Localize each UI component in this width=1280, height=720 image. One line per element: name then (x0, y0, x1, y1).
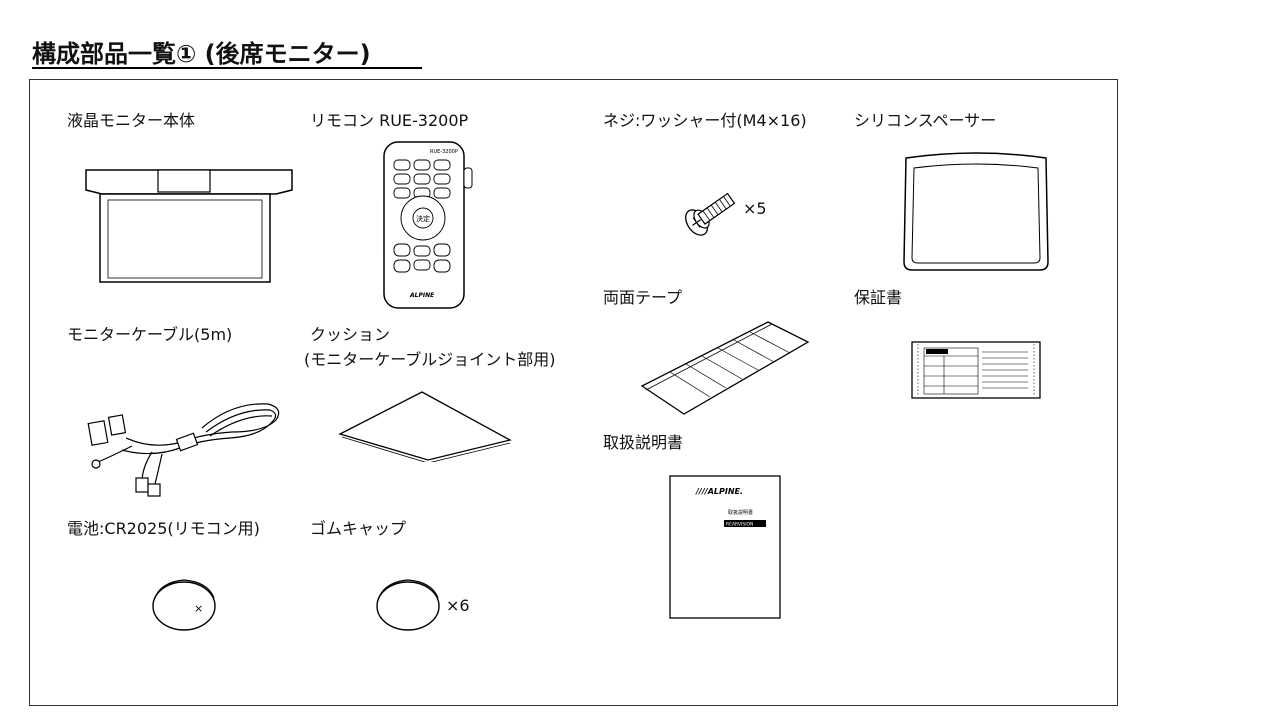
warranty-illustration (911, 341, 1041, 399)
remote-illustration: RUE-3200P 決定 ALPINE (383, 141, 473, 309)
manual-title-text: 取扱説明書 (728, 509, 753, 516)
label-warranty: 保証書 (854, 288, 903, 307)
label-rubbercap: ゴムキャップ (310, 519, 407, 538)
label-screw: ネジ:ワッシャー付(M4×16) (603, 111, 807, 130)
remote-center-text: 決定 (416, 214, 430, 223)
rubbercap-quantity: ×6 (446, 596, 470, 615)
cable-illustration (87, 403, 280, 497)
remote-model-text: RUE-3200P (430, 149, 458, 155)
page-title: 構成部品一覧① (後席モニター) (32, 40, 371, 68)
screw-quantity: ×5 (743, 199, 767, 218)
label-cushion: クッション (310, 325, 391, 344)
rubbercap-illustration (376, 579, 440, 631)
tape-illustration (640, 321, 810, 415)
title-underline (32, 67, 422, 69)
label-spacer: シリコンスペーサー (854, 111, 997, 130)
battery-illustration: × (152, 579, 216, 631)
cushion-illustration (338, 391, 512, 462)
manual-brand-text: ////ALPINE. (695, 487, 743, 496)
screw-illustration (685, 192, 736, 236)
label-tape: 両面テープ (603, 288, 683, 307)
monitor-illustration (85, 169, 293, 283)
manual-rearvision-text: REARVISION (726, 522, 753, 528)
parts-frame (29, 79, 1118, 706)
remote-brand-text: ALPINE (409, 292, 435, 299)
label-cushion-note: (モニターケーブルジョイント部用) (304, 350, 556, 369)
label-manual: 取扱説明書 (603, 433, 684, 452)
label-remote: リモコン RUE-3200P (310, 111, 469, 130)
label-cable: モニターケーブル(5m) (67, 325, 233, 344)
label-monitor: 液晶モニター本体 (67, 111, 196, 130)
battery-mark: × (194, 602, 203, 615)
spacer-illustration (903, 152, 1049, 271)
manual-illustration: ////ALPINE. 取扱説明書 REARVISION (669, 475, 781, 619)
label-battery: 電池:CR2025(リモコン用) (67, 519, 260, 538)
